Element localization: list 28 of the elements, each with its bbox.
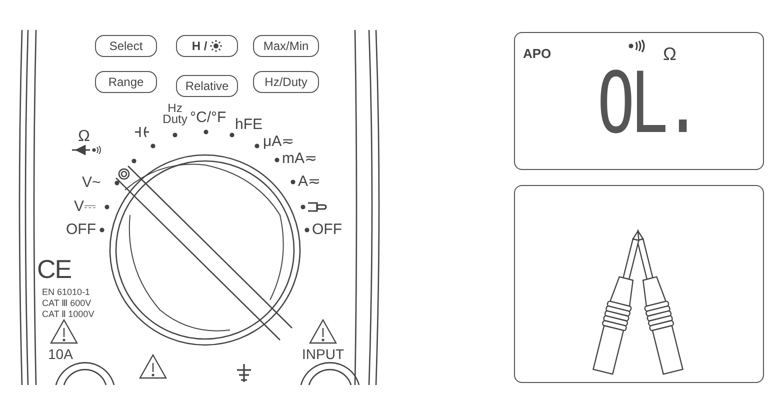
dial-position-label: A≂: [298, 174, 322, 189]
dial-position-label: hFE: [235, 117, 263, 132]
standard-label: EN 61010-1: [42, 288, 90, 297]
button: H /: [176, 35, 238, 57]
dial-position-label: °C/°F: [190, 110, 226, 125]
dial-position-label: Hz Duty: [162, 103, 188, 125]
dial-position-label: V~: [82, 175, 101, 190]
terminal-label: 10A: [48, 347, 73, 361]
dial-position-label: Ω: [78, 129, 90, 145]
dial-position-label: OFF: [312, 222, 342, 237]
button: Select: [95, 35, 157, 57]
display-reading: OL.: [597, 61, 698, 145]
dial-position-label: mA≂: [282, 151, 318, 166]
button: Range: [95, 71, 157, 93]
terminal-label: INPUT: [302, 347, 344, 361]
dial-position-label: OFF: [66, 222, 96, 237]
certification-mark: CE: [37, 256, 72, 282]
test-lead-panel: [514, 185, 764, 383]
dial-position-label: V⎓: [74, 199, 96, 214]
lcd-display-panel: [514, 32, 764, 170]
button: Max/Min: [253, 35, 319, 57]
button: Hz/Duty: [253, 71, 319, 93]
mode-indicator: APO: [523, 47, 552, 60]
dial-position-label: μA≂: [263, 134, 295, 149]
category-rating: CAT Ⅱ 1000V: [42, 310, 94, 319]
unit-symbol: Ω: [663, 45, 676, 63]
category-rating: CAT Ⅲ 600V: [42, 299, 92, 308]
button: Relative: [176, 75, 238, 97]
